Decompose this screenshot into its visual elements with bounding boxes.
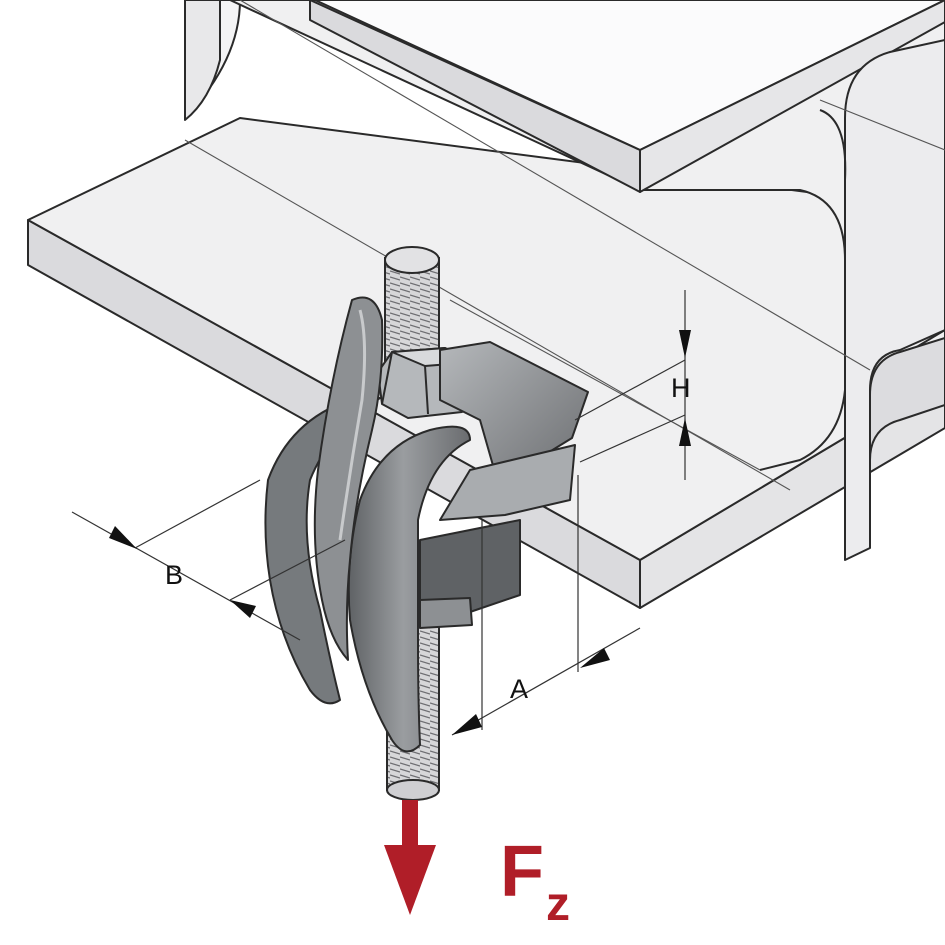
rod-top-end bbox=[384, 246, 440, 274]
force-label: Fz bbox=[500, 836, 570, 929]
force-subscript: z bbox=[545, 878, 570, 931]
dimension-label-a: A bbox=[510, 674, 529, 704]
dimension-arrowhead-icon bbox=[580, 648, 610, 668]
dimension-arrowhead-icon bbox=[230, 600, 256, 618]
clamp-hook-back bbox=[264, 397, 381, 705]
web-fillet-bottom bbox=[759, 109, 847, 471]
force-arrow bbox=[384, 800, 436, 915]
arrow-down-icon bbox=[384, 845, 436, 915]
clamp-body bbox=[264, 296, 589, 753]
beam-end-inner bbox=[869, 337, 945, 461]
arrow-down-icon-shaft bbox=[402, 800, 418, 848]
top-flange-right-edge bbox=[639, 0, 945, 193]
clamp-jaw-underside bbox=[439, 444, 576, 521]
dim-b-ext-bottom bbox=[229, 539, 346, 601]
force-symbol: F bbox=[500, 832, 544, 912]
dim-h-ext-top bbox=[574, 359, 686, 421]
dimension-arrowhead-icon bbox=[109, 526, 137, 549]
dim-a-line bbox=[451, 627, 641, 736]
dimension-arrowhead-icon bbox=[452, 714, 482, 735]
i-beam bbox=[27, 0, 945, 609]
web-fillet-left bbox=[184, 0, 221, 121]
clamp-hook-front bbox=[347, 425, 471, 753]
rod-bottom-end bbox=[386, 779, 440, 801]
dimension-label-h: H bbox=[671, 373, 691, 403]
dimension-arrowhead-icon bbox=[679, 418, 691, 446]
dim-h-ext-bottom bbox=[579, 414, 686, 463]
dimension-lines bbox=[71, 290, 686, 736]
dimension-arrowheads bbox=[109, 330, 691, 735]
beam-construction-lines bbox=[184, 0, 945, 491]
dimension-label-b: B bbox=[165, 560, 184, 590]
spring-clip-highlight bbox=[338, 309, 367, 541]
dim-b-line bbox=[71, 511, 301, 641]
dimension-arrowhead-icon bbox=[679, 330, 691, 358]
dim-b-ext-top bbox=[134, 479, 261, 549]
lower-nut bbox=[419, 597, 473, 629]
beam-end-profile bbox=[844, 39, 945, 561]
